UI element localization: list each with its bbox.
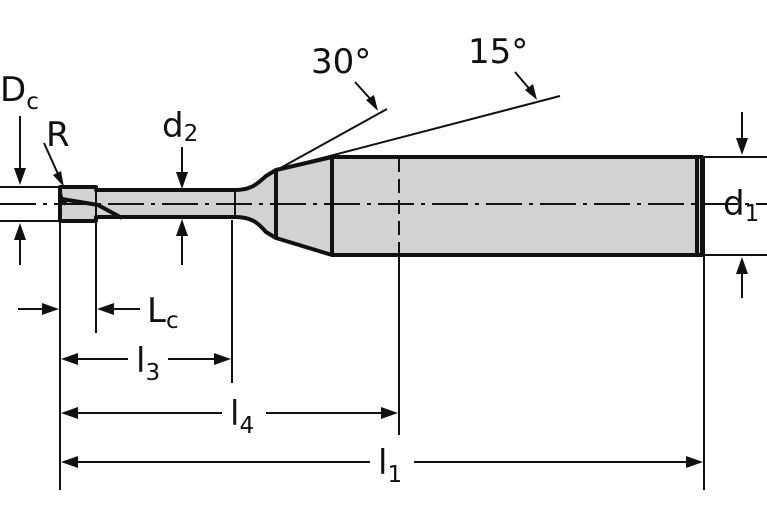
l4-arrowhead-left xyxy=(61,407,78,419)
Lc-arrowhead-right xyxy=(97,303,114,315)
Lc-label: Lc xyxy=(147,291,179,334)
angle-15-line xyxy=(275,95,561,171)
l1-label: l1 xyxy=(378,443,402,488)
Dc-label: Dc xyxy=(0,70,39,115)
l3-arrowhead-left xyxy=(61,353,78,365)
angle-30-line xyxy=(265,108,388,177)
angle-15-label: 15° xyxy=(468,32,528,72)
l3-label-main: l xyxy=(136,341,145,381)
tool-silhouette-outline xyxy=(58,155,704,257)
Lc-label-main: L xyxy=(147,291,166,331)
d1-label-sub: 1 xyxy=(745,201,760,227)
tool-silhouette-fill xyxy=(60,157,702,255)
dimension-Lc xyxy=(18,303,140,315)
angle-30-label: 30° xyxy=(311,42,371,82)
d1-label-main: d xyxy=(723,184,745,224)
dimension-d2 xyxy=(176,147,188,265)
d2-label-main: d xyxy=(162,106,184,146)
dimension-d1 xyxy=(736,112,748,298)
l3-label-sub: 3 xyxy=(145,360,160,386)
R-label: R xyxy=(46,115,70,155)
Dc-label-sub: c xyxy=(26,89,39,115)
dimension-Dc xyxy=(14,116,26,265)
angle-lines xyxy=(265,71,561,177)
tool-body xyxy=(58,155,704,257)
l4-label: l4 xyxy=(230,394,254,439)
l1-label-main: l xyxy=(378,443,387,483)
l4-label-sub: 4 xyxy=(239,413,254,439)
dimension-R xyxy=(43,142,64,187)
l1-arrowhead-left xyxy=(61,456,78,468)
extension-lines xyxy=(0,156,767,490)
l1-label-sub: 1 xyxy=(387,462,402,488)
d2-label-sub: 2 xyxy=(184,121,199,147)
Dc-arrowhead-bottom xyxy=(14,223,26,240)
d2-arrowhead-top xyxy=(176,172,188,189)
dimension-l3 xyxy=(61,353,231,365)
l4-arrowhead-right xyxy=(381,407,398,419)
dimension-l1 xyxy=(61,456,703,468)
dimension-l4 xyxy=(61,407,398,419)
angle-15-arrowhead xyxy=(525,84,537,100)
d1-label: d1 xyxy=(723,184,759,227)
l3-arrowhead-right xyxy=(214,353,231,365)
d2-arrowhead-bottom xyxy=(176,219,188,236)
d1-arrowhead-top xyxy=(736,138,748,155)
Lc-arrowhead-left xyxy=(42,303,59,315)
R-arrowhead xyxy=(53,171,64,187)
l3-label: l3 xyxy=(136,341,160,386)
R-leader xyxy=(43,142,59,175)
d1-arrowhead-bottom xyxy=(736,257,748,274)
Dc-arrowhead-top xyxy=(14,168,26,185)
Dc-label-main: D xyxy=(0,70,26,110)
angle-30-arrowhead xyxy=(366,95,378,111)
l4-label-main: l xyxy=(230,394,239,434)
Lc-label-sub: c xyxy=(166,308,179,334)
l1-arrowhead-right xyxy=(686,456,703,468)
d2-label: d2 xyxy=(162,106,198,147)
